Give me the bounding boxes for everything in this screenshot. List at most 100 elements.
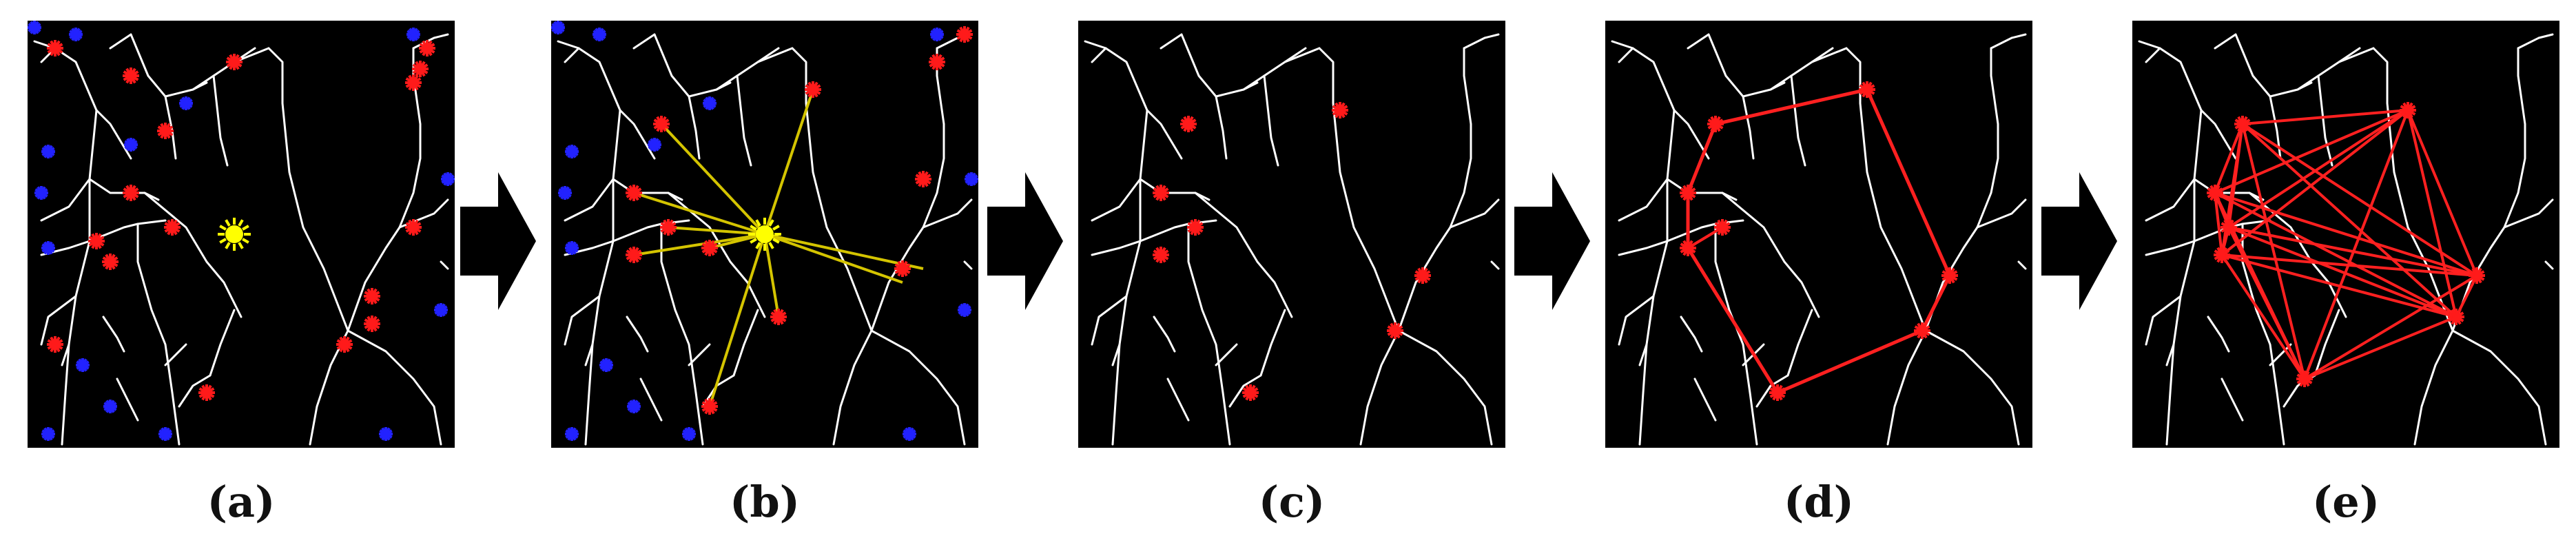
bifurcation-marker xyxy=(2296,371,2313,387)
vessel-segment xyxy=(1359,329,1400,446)
connection-line xyxy=(2241,123,2457,318)
connection-line xyxy=(2304,316,2457,380)
bifurcation-marker xyxy=(1332,102,1348,118)
panel-e-canvas xyxy=(2138,33,2554,446)
vessel-segment xyxy=(88,219,167,242)
vessel-segment xyxy=(2451,329,2547,446)
connection-line xyxy=(2407,110,2478,276)
endpoint-marker xyxy=(565,427,579,441)
bifurcation-marker xyxy=(894,260,911,277)
bifurcation-marker xyxy=(2469,267,2485,284)
vessel-segment xyxy=(1618,47,1634,63)
connection-line xyxy=(2241,123,2478,277)
vessel-segment xyxy=(1139,178,1210,201)
bifurcation-marker xyxy=(653,116,670,132)
bifurcation-marker xyxy=(198,384,215,401)
endpoint-marker xyxy=(28,21,41,34)
vessel-segment xyxy=(1714,223,1758,446)
vessel-segment xyxy=(1811,47,1848,63)
bifurcation-marker xyxy=(102,254,119,270)
vessel-segment xyxy=(33,40,98,112)
bifurcation-marker xyxy=(660,219,677,236)
endpoint-marker xyxy=(179,96,193,110)
vessel-segment xyxy=(1111,109,1148,446)
endpoint-marker xyxy=(682,427,696,441)
panel-a-canvas xyxy=(28,21,455,446)
vessel-segment xyxy=(2220,378,2244,422)
vessel-segment xyxy=(192,47,256,91)
vessel-segment xyxy=(612,178,683,201)
bifurcation-marker xyxy=(405,219,422,236)
bifurcation-marker xyxy=(47,336,63,353)
vessel-segment xyxy=(1490,260,1500,270)
connection-line xyxy=(2303,110,2409,380)
vessel-segment xyxy=(1194,192,1293,318)
endpoint-marker xyxy=(34,186,48,200)
vessel-segment xyxy=(1215,343,1238,366)
vessel-segment xyxy=(2269,343,2292,366)
endpoint-marker xyxy=(593,28,606,41)
vessel-segment xyxy=(1638,109,1676,446)
connection-line xyxy=(2241,123,2306,380)
vessel-segment xyxy=(1786,309,1813,377)
vessel-segment xyxy=(2138,40,2203,112)
bifurcation-marker xyxy=(1707,116,1724,132)
vessel-segment xyxy=(756,47,794,63)
connection-line xyxy=(2227,109,2409,229)
vessel-segment xyxy=(619,109,656,160)
bifurcation-marker xyxy=(405,74,422,91)
vessel-segment xyxy=(1091,240,1142,256)
bifurcation-marker xyxy=(1714,219,1731,236)
vessel-segment xyxy=(267,47,349,332)
vessel-segment xyxy=(632,33,656,50)
vessel-segment xyxy=(2413,329,2454,446)
vessel-segment xyxy=(2145,240,2196,256)
bifurcation-marker xyxy=(2220,219,2237,236)
vessel-segment xyxy=(922,47,945,229)
vessel-segment xyxy=(2317,74,2333,167)
vessel-segment xyxy=(2503,198,2554,229)
endpoint-marker xyxy=(76,358,90,372)
vessel-segment xyxy=(963,260,973,270)
vessel-segment xyxy=(1924,329,2020,446)
vessel-segment xyxy=(564,295,601,346)
vessel-segment xyxy=(1845,47,1927,332)
bifurcation-marker xyxy=(1859,81,1875,98)
vessel-segment xyxy=(1228,374,1262,408)
bifurcation-marker xyxy=(805,81,821,98)
right-arrow-icon xyxy=(987,172,1063,310)
vessel-segment xyxy=(1693,378,1717,422)
connection-line xyxy=(2303,274,2478,380)
bifurcation-marker xyxy=(1680,185,1696,201)
vessel-segment xyxy=(1146,109,1183,160)
endpoint-marker xyxy=(958,303,971,317)
bifurcation-marker xyxy=(88,233,105,249)
vessel-segment xyxy=(1111,343,1121,366)
vessel-segment xyxy=(1976,47,1999,229)
connection-line xyxy=(2221,254,2457,318)
connection-line xyxy=(633,192,765,236)
endpoint-marker xyxy=(551,21,565,34)
vessel-segment xyxy=(732,309,759,377)
connection-line xyxy=(764,233,903,284)
vessel-segment xyxy=(1449,47,1472,229)
endpoint-marker xyxy=(930,28,944,41)
bifurcation-marker xyxy=(364,316,380,332)
vessel-segment xyxy=(832,329,873,446)
vessel-segment xyxy=(660,223,704,446)
bifurcation-marker xyxy=(1153,247,1169,263)
vessel-segment xyxy=(102,316,125,353)
right-arrow-icon xyxy=(2041,172,2117,310)
connection-line xyxy=(660,123,766,236)
bifurcation-marker xyxy=(123,185,139,201)
vessel-segment xyxy=(1680,316,1703,353)
bifurcation-marker xyxy=(157,123,174,139)
vessel-segment xyxy=(1755,374,1789,408)
vessel-segment xyxy=(1397,226,1452,332)
connection-line xyxy=(2228,226,2457,318)
vessel-segment xyxy=(2165,109,2203,446)
caption-b: (b) xyxy=(729,477,801,527)
vessel-segment xyxy=(209,309,236,377)
vessel-segment xyxy=(612,219,690,242)
vessel-segment xyxy=(347,226,401,332)
